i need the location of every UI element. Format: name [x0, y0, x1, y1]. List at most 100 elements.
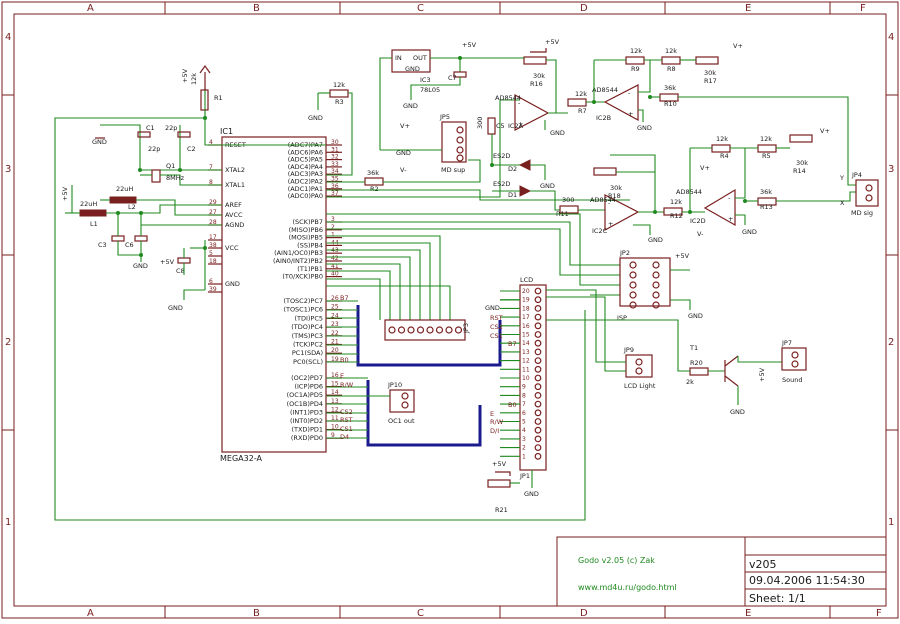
- r17-value: 30k: [704, 69, 716, 77]
- jp4-y: Y: [839, 174, 844, 182]
- mcu-pin-number: 8: [209, 179, 213, 186]
- mcu-pin-name: GND: [225, 280, 240, 288]
- jp9-label: LCD Light: [624, 382, 656, 390]
- jp10-connector: JP10 OC1 out: [368, 381, 415, 425]
- jp3-pin: [416, 326, 425, 334]
- jp2-ref: JP2: [619, 249, 630, 257]
- mcu-pin-number: 42: [331, 255, 339, 262]
- d2-diode: [518, 159, 531, 171]
- lcd-net-cs2: CS2: [490, 323, 503, 331]
- t1-ref: T1: [689, 344, 698, 352]
- ic2c-value: AD8544: [590, 196, 616, 204]
- l2-ref: L2: [128, 203, 136, 211]
- ic2d-value: AD8544: [676, 188, 702, 196]
- mcu-pin-name: XTAL2: [225, 166, 245, 174]
- lcd-pin: [534, 305, 542, 312]
- gnd-ic2d: GND: [742, 228, 757, 236]
- lcd-pin-number: 19: [522, 297, 530, 304]
- r7-ref: R7: [578, 107, 587, 115]
- lcd-pin-number: 3: [522, 436, 526, 443]
- jp2-pin: [652, 281, 660, 289]
- jp7-label: Sound: [782, 376, 802, 384]
- lcd-pin-number: 9: [522, 384, 526, 391]
- r9-r8-r17: 12k R9 12k R8 30k R17 V+ 36k R10: [593, 42, 856, 186]
- jp3-pin: [426, 326, 434, 334]
- jp5-vplus: V+: [400, 122, 410, 130]
- mcu-pin-name: AREF: [225, 201, 242, 209]
- mcu-pin-number: 6: [209, 278, 213, 285]
- r8-ref: R8: [667, 65, 676, 73]
- d1-ref: D1: [508, 191, 517, 199]
- mcu-pin-number: 40: [331, 271, 339, 278]
- r16-ref: R16: [530, 80, 543, 88]
- c2-value: 22p: [165, 124, 177, 132]
- jp7-ref: JP7: [781, 339, 792, 347]
- r21-ref: R21: [495, 506, 508, 514]
- mcu-pin-number: 22: [331, 330, 339, 337]
- c1-ref: C1: [146, 124, 155, 132]
- portd-bus: E R/W CS2 RST CS1 D4: [326, 372, 482, 447]
- col-label-top: D: [580, 3, 588, 14]
- mcu-pin-name: VCC: [225, 244, 239, 252]
- r1-ref: R1: [214, 94, 223, 102]
- jp9-connector: JP9 LCD Light: [546, 289, 656, 390]
- mcu-pin-name: (TOSC2)PC7: [283, 297, 323, 305]
- lcd-pin: [534, 296, 542, 304]
- lcd-pin: [534, 339, 542, 347]
- jp3-pin: [397, 326, 406, 334]
- regulator-ic3: IN OUT GND IC3 78L05 GND C7 +5V: [379, 41, 478, 150]
- lcd-pin-number: 13: [522, 349, 530, 356]
- svg-text:+: +: [518, 120, 523, 128]
- lcd-pin-number: 12: [522, 358, 530, 365]
- lcd-pin-number: 8: [522, 392, 526, 399]
- r14-supply: V+: [820, 127, 830, 135]
- jp3-pin: [435, 326, 444, 334]
- c5-ref: C5: [496, 122, 505, 130]
- mcu-pin-number: 36: [331, 183, 339, 190]
- row-label-left: 4: [5, 32, 11, 43]
- project-name: Godo v2.05 (c) Zak: [578, 556, 655, 565]
- jp10-ref: JP10: [387, 381, 402, 389]
- mcu-pin-name: (ADC3)PA3: [288, 170, 323, 178]
- r4-ref: R4: [720, 152, 729, 160]
- mcu-pin-number: 20: [331, 347, 339, 354]
- jp3-pin: [388, 326, 396, 334]
- mcu-pin-number: 32: [331, 154, 339, 161]
- mcu-pin-name: (TXD)PD1: [291, 426, 323, 434]
- net-cs1-left: CS1: [340, 425, 353, 433]
- sound-supply: +5V: [758, 367, 766, 382]
- version-text: v205: [749, 558, 777, 571]
- jp10-label: OC1 out: [388, 417, 415, 425]
- r10-ref: R10: [664, 100, 677, 108]
- mcu-pin-name: (OC2)PD7: [291, 374, 323, 382]
- gnd-t1: GND: [730, 408, 745, 416]
- r9-ref: R9: [631, 65, 640, 73]
- jp2-label: ISP: [617, 314, 627, 322]
- r12-value: 12k: [670, 198, 682, 206]
- col-label-bottom: F: [876, 608, 882, 619]
- jp9-ref: JP9: [623, 346, 634, 354]
- lcd-pin: [534, 452, 542, 460]
- lcd-pin: [534, 322, 542, 330]
- ic2d-vplus: V+: [700, 164, 710, 172]
- mcu-pin-name: (ADC1)PA1: [288, 185, 323, 193]
- gnd-ic2c: GND: [648, 236, 663, 244]
- mcu-pin-name: (INT1)PD3: [290, 408, 323, 416]
- jp1-ref: JP1: [519, 472, 530, 480]
- mcu-pin-name: (MOSI)PB5: [289, 234, 323, 242]
- ic3-in: IN: [395, 54, 402, 62]
- lcd-pin: [534, 426, 542, 434]
- mcu-pin-name: (ADC2)PA2: [288, 178, 323, 186]
- mcu-pin-number: 14: [331, 389, 339, 396]
- gnd-r3: GND: [308, 114, 323, 122]
- col-label-top: C: [417, 3, 424, 14]
- lcd-label: LCD: [520, 276, 533, 284]
- crystal-circuit: C1 22p 22p C2 Q1 8MHz GND: [92, 124, 222, 186]
- c8-ref: C8: [176, 267, 185, 275]
- mcu-pin-number: 4: [209, 139, 213, 146]
- mcu-pin-name: (OC1A)PD5: [287, 391, 323, 399]
- jp3-pin: [407, 326, 415, 334]
